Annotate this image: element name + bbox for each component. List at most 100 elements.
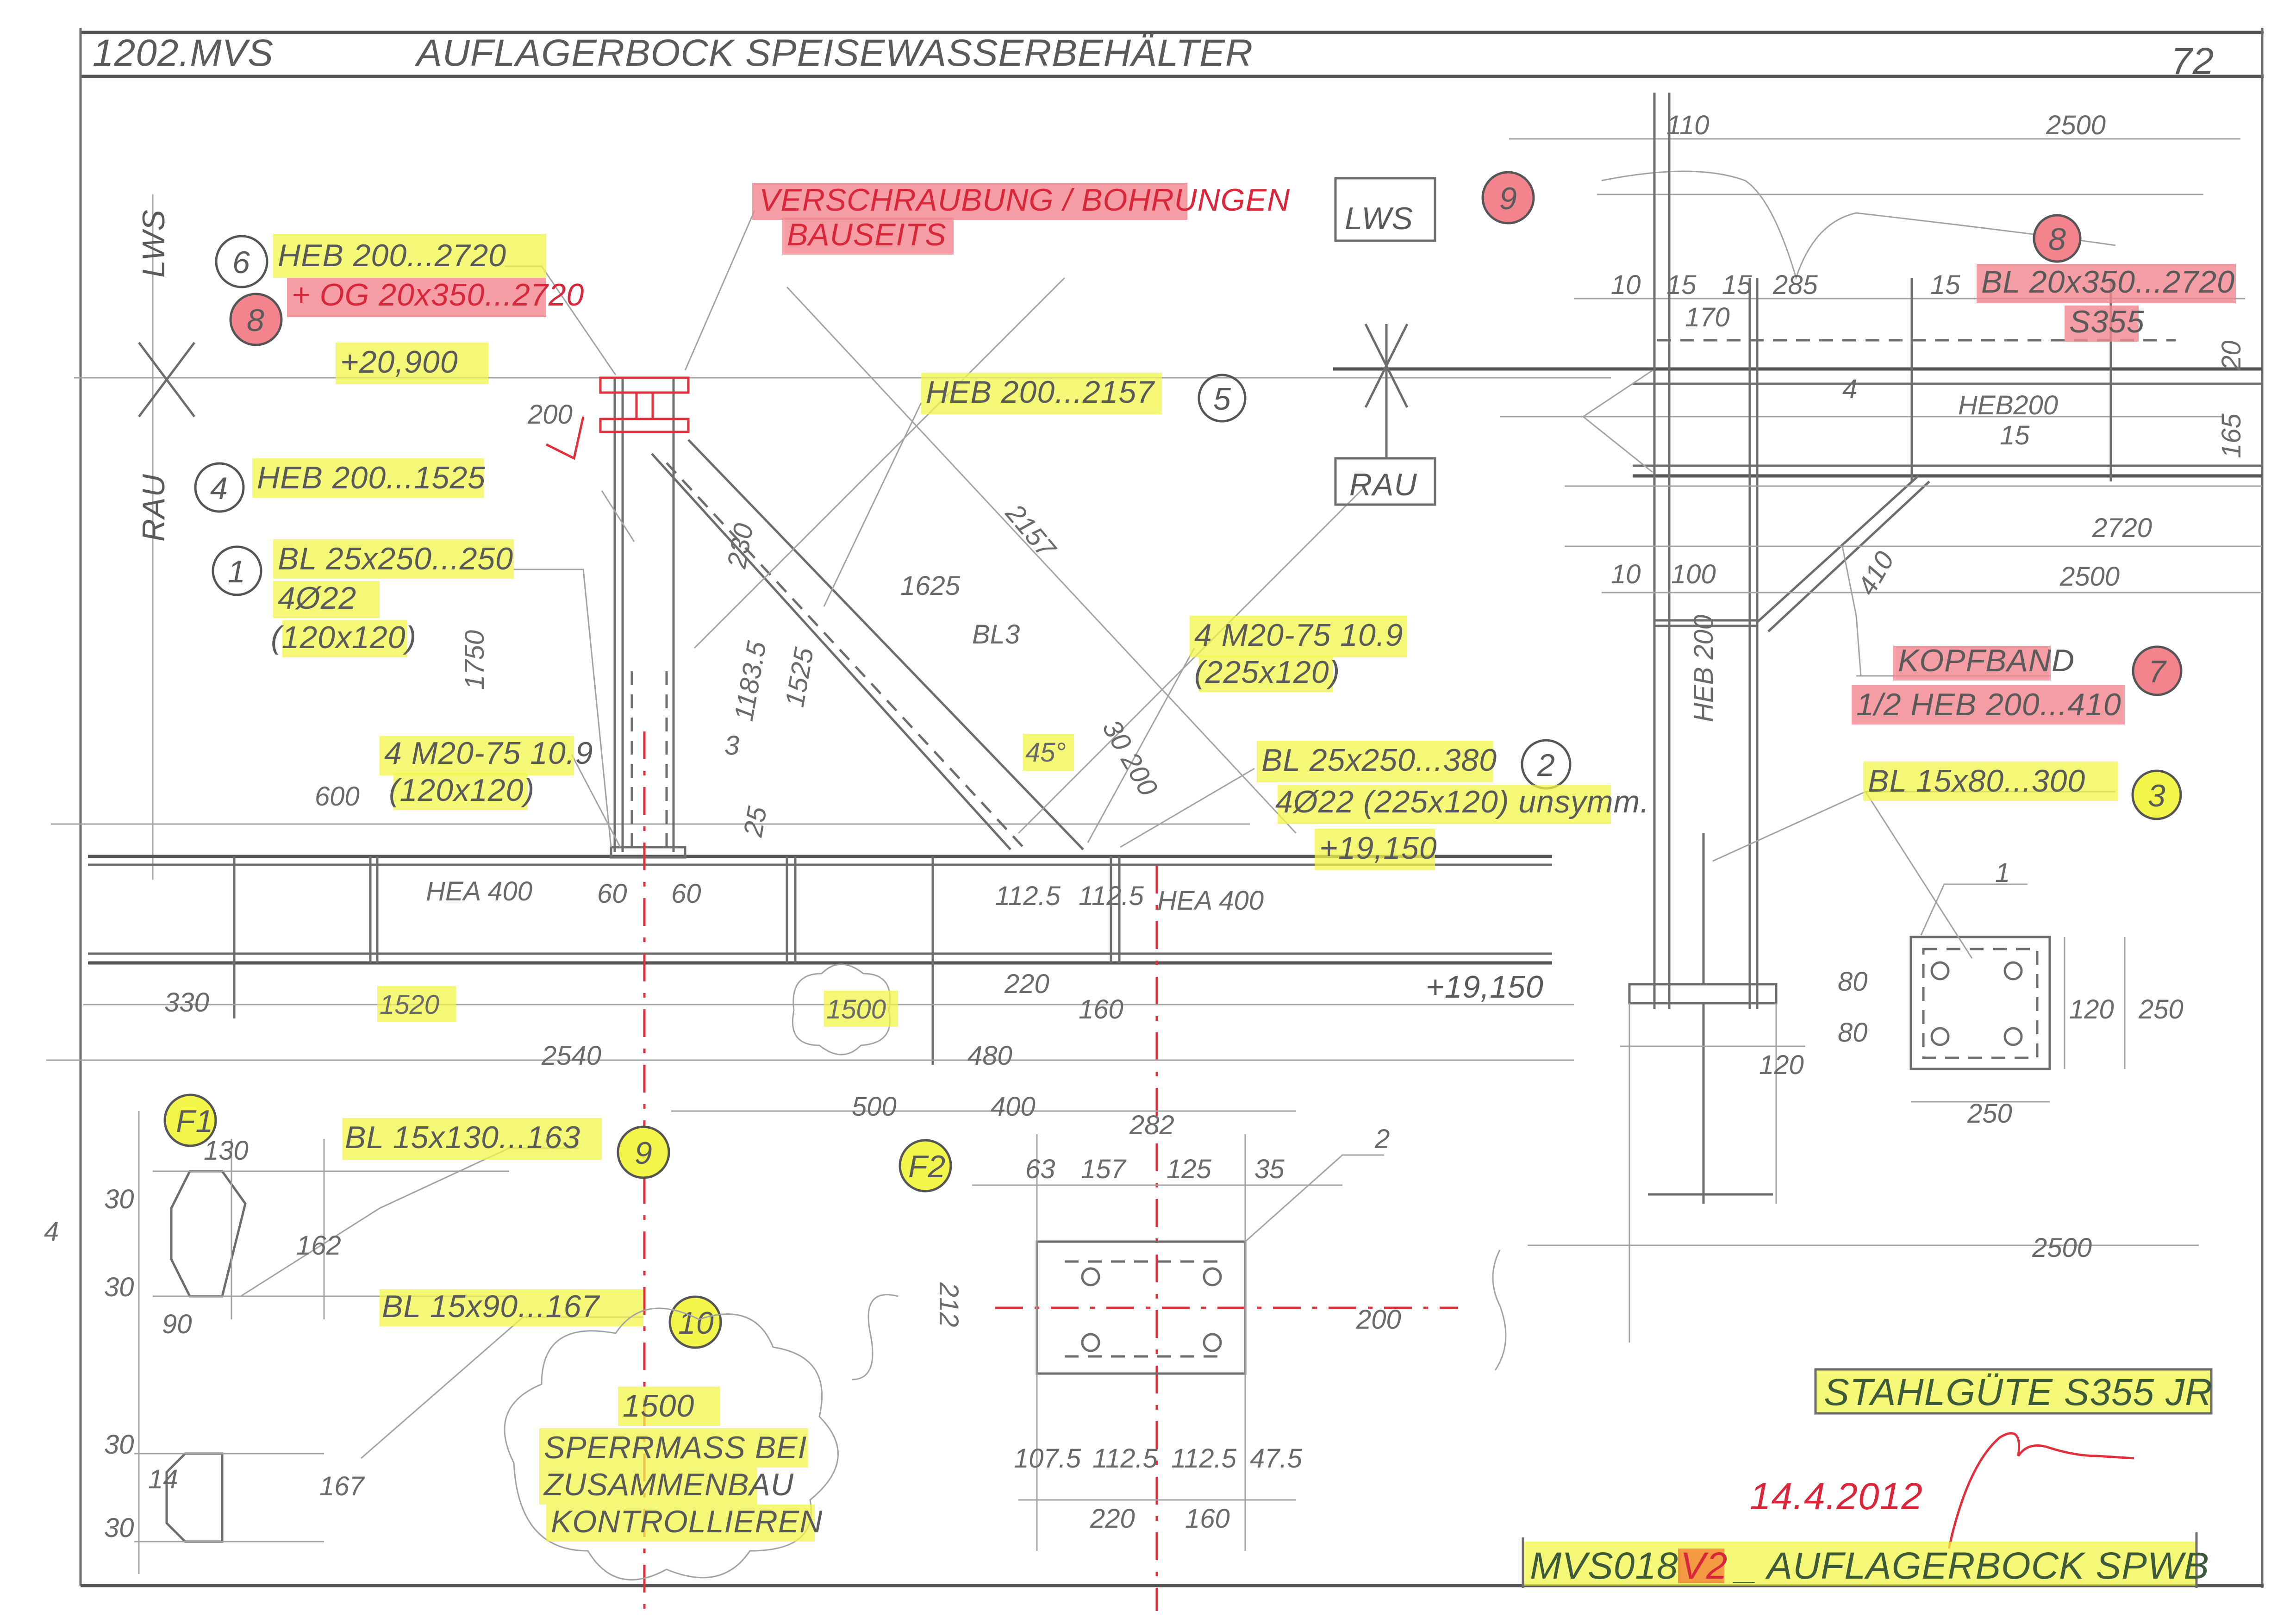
part-number: 10 xyxy=(678,1305,714,1341)
part-holes: 4Ø22 (225x120) unsymm. xyxy=(1275,784,1649,819)
dim: 160 xyxy=(1079,994,1123,1024)
level-lws-left: LWS xyxy=(136,209,171,278)
part-number: 9 xyxy=(635,1136,653,1171)
cloud-text: KONTROLLIEREN xyxy=(551,1504,823,1539)
drawing-number: MVS018 xyxy=(1530,1545,1678,1587)
detail-label: F2 xyxy=(908,1149,946,1184)
detail-marker-f1 xyxy=(163,1093,217,1147)
dim: 110 xyxy=(1666,110,1709,140)
dim: 80 xyxy=(1838,1018,1868,1048)
bolts-spacing: (120x120) xyxy=(389,773,535,808)
part-mark-5 xyxy=(1198,374,1247,423)
dim: 15 xyxy=(1666,270,1697,300)
dim: 282 xyxy=(1129,1110,1174,1140)
note-on-site: BAUSEITS xyxy=(787,217,946,252)
part-holes: 4Ø22 xyxy=(278,581,356,616)
part-mark-6 xyxy=(215,235,268,288)
dim: 1750 xyxy=(460,630,490,690)
dim: 230 xyxy=(722,521,759,571)
part-number: 8 xyxy=(247,303,265,338)
dim: 200 xyxy=(1356,1305,1401,1335)
level-rau-left: RAU xyxy=(136,474,171,542)
dim: 400 xyxy=(991,1092,1036,1122)
detail-marker-f2 xyxy=(898,1139,952,1193)
part-label: 1/2 HEB 200...410 xyxy=(1856,687,2121,722)
part-mark-1 xyxy=(212,545,262,596)
dim: 160 xyxy=(1185,1504,1230,1534)
dim: 4 xyxy=(1842,374,1857,404)
dim: 47.5 xyxy=(1250,1443,1303,1474)
level-lws-right: LWS xyxy=(1345,201,1413,236)
section-label: HEB 200 xyxy=(1689,615,1719,722)
steel-grade-box xyxy=(1814,1368,2213,1415)
dim: 170 xyxy=(1685,302,1730,332)
dim: 30 xyxy=(104,1272,134,1302)
dim: 2500 xyxy=(2046,110,2106,140)
part-number: 4 xyxy=(210,471,228,506)
cloud-value: 1500 xyxy=(623,1388,694,1424)
dim: 162 xyxy=(296,1230,341,1261)
level-base: +19,150 xyxy=(1426,969,1544,1005)
dim: 112.5 xyxy=(1092,1443,1158,1474)
dim: 285 xyxy=(1772,270,1818,300)
part-number: 3 xyxy=(2148,778,2166,813)
part-label: BL 15x130...163 xyxy=(345,1120,580,1155)
part-number: 8 xyxy=(2048,222,2066,257)
part-label: BL 25x250...380 xyxy=(1261,743,1497,778)
note-bolting: VERSCHRAUBUNG / BOHRUNGEN xyxy=(759,182,1290,218)
dim: 125 xyxy=(1167,1154,1212,1184)
dim: 1520 xyxy=(380,990,439,1020)
dim: 35 xyxy=(1254,1154,1285,1184)
dim: 63 xyxy=(1025,1154,1055,1184)
bolts-label: 4 M20-75 10.9 xyxy=(1194,618,1404,653)
dim: 212 xyxy=(934,1282,964,1327)
reference-label: 3 xyxy=(724,731,739,761)
part-label: BL 15x80...300 xyxy=(1868,763,2085,799)
part-mark-8-right xyxy=(2033,214,2082,263)
drawing-revision: V2 xyxy=(1680,1545,1728,1587)
dim: 90 xyxy=(162,1309,192,1339)
dim: 200 xyxy=(527,400,573,430)
dim: 14 xyxy=(148,1464,178,1494)
bolts-spacing: (225x120) xyxy=(1194,655,1340,690)
dim: 112.5 xyxy=(995,881,1061,911)
dim: 120 xyxy=(1759,1050,1804,1080)
level-top: +20,900 xyxy=(340,344,458,380)
steel-grade: STAHLGÜTE S355 JR xyxy=(1824,1371,2213,1413)
dim: 20 xyxy=(2216,340,2246,371)
signoff-date: 14.4.2012 xyxy=(1750,1475,1923,1518)
part-mark-8 xyxy=(229,293,283,346)
part-label: KOPFBAND xyxy=(1898,643,2075,678)
cloud-text: ZUSAMMENBAU xyxy=(543,1467,794,1502)
part-mark-4 xyxy=(194,462,245,513)
part-number: 5 xyxy=(1213,381,1231,417)
dim: 220 xyxy=(1004,969,1049,999)
part-label: BL 15x90...167 xyxy=(382,1289,600,1324)
dim: 15 xyxy=(1930,270,1960,300)
detail-label: F1 xyxy=(176,1104,213,1139)
dim: 1183.5 xyxy=(729,639,772,723)
part-number: 2 xyxy=(1537,748,1555,783)
level-base-highlight: +19,150 xyxy=(1319,831,1437,866)
dim: 480 xyxy=(967,1041,1012,1071)
dim: 250 xyxy=(2138,994,2184,1024)
project-number: 1202.MVS xyxy=(93,32,274,74)
sheet-number: 72 xyxy=(2171,40,2214,82)
dim: 330 xyxy=(164,987,209,1018)
dim: 2500 xyxy=(2032,1233,2092,1263)
dim: 2157 xyxy=(999,498,1062,564)
level-rau-right: RAU xyxy=(1349,467,1417,502)
dim: 4 xyxy=(44,1217,59,1247)
dim: 2 xyxy=(1374,1124,1390,1154)
part-number: 9 xyxy=(1499,181,1517,216)
part-number: 1 xyxy=(228,554,246,589)
dim: 25 xyxy=(738,804,773,840)
part-label: BL 25x250...250 xyxy=(278,541,513,576)
dim: 10 xyxy=(1611,270,1641,300)
dim: 600 xyxy=(315,781,360,812)
part-spacing: (120x120) xyxy=(271,620,417,655)
dim: 112.5 xyxy=(1079,881,1144,911)
dim: 112.5 xyxy=(1171,1443,1237,1474)
dim: 120 xyxy=(2069,994,2114,1024)
